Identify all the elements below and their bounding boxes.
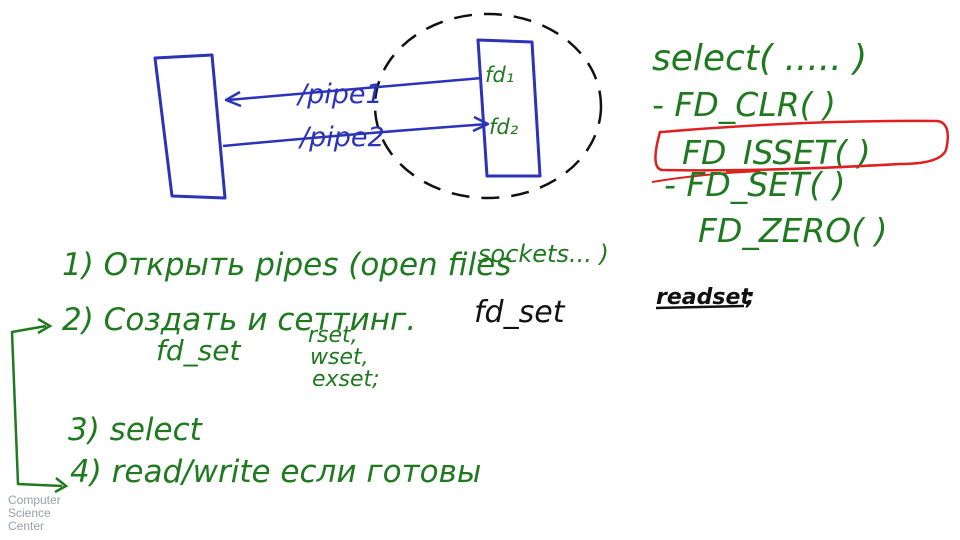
pipe1-label: /pipe1: [296, 79, 383, 110]
loop-arrow-head-top: [37, 317, 53, 335]
fd-set-declaration: fd_set: [474, 295, 566, 330]
pipe2-label: /pipe2: [298, 122, 385, 153]
fd2-label: fd₂: [489, 115, 519, 139]
fd-zero-item: FD_ZERO( ): [698, 211, 888, 250]
logo-line-2: Science: [8, 506, 51, 520]
fd-isset-item: FD_ISSET( ): [682, 133, 871, 172]
fd-box-right: [476, 38, 542, 178]
readset-underline: [655, 304, 745, 310]
fd1-label: fd₁: [485, 63, 514, 87]
step-2-rset: rset,: [308, 323, 358, 348]
readset-semicolon: ;: [745, 285, 755, 310]
logo-line-3: Center: [8, 519, 45, 533]
step-2-wset: wset,: [310, 345, 369, 370]
step-2-fdset: fd_set: [156, 334, 241, 367]
fd-set-item: - FD_SET( ): [664, 165, 845, 204]
arrow-pipe1-head: [224, 90, 242, 108]
cs-center-logo: Computer Science Center: [8, 494, 61, 533]
loop-arrow: [10, 324, 63, 488]
step-1-continued: sockets... ): [478, 240, 609, 268]
step-3: 3) select: [68, 412, 204, 448]
step-1: 1) Открыть pipes (open files: [62, 247, 511, 283]
step-2: 2) Создать и сеттинг.: [62, 302, 416, 338]
fd-clr-item: - FD_CLR( ): [652, 85, 836, 124]
dashed-ellipse: [373, 12, 603, 200]
step-2-exset: exset;: [312, 367, 380, 392]
fd-isset-highlight: [654, 119, 949, 172]
arrow-pipe2-head: [472, 115, 490, 133]
arrow-pipe1: [227, 76, 483, 102]
fd-isset-underline-flourish: [651, 170, 761, 183]
process-box-left: [153, 53, 227, 200]
loop-arrow-head-bottom: [54, 477, 69, 494]
step-4: 4) read/write если готовы: [70, 454, 481, 490]
arrow-pipe2: [222, 122, 489, 148]
select-call: select( ..... ): [652, 38, 867, 79]
logo-line-1: Computer: [8, 493, 61, 507]
